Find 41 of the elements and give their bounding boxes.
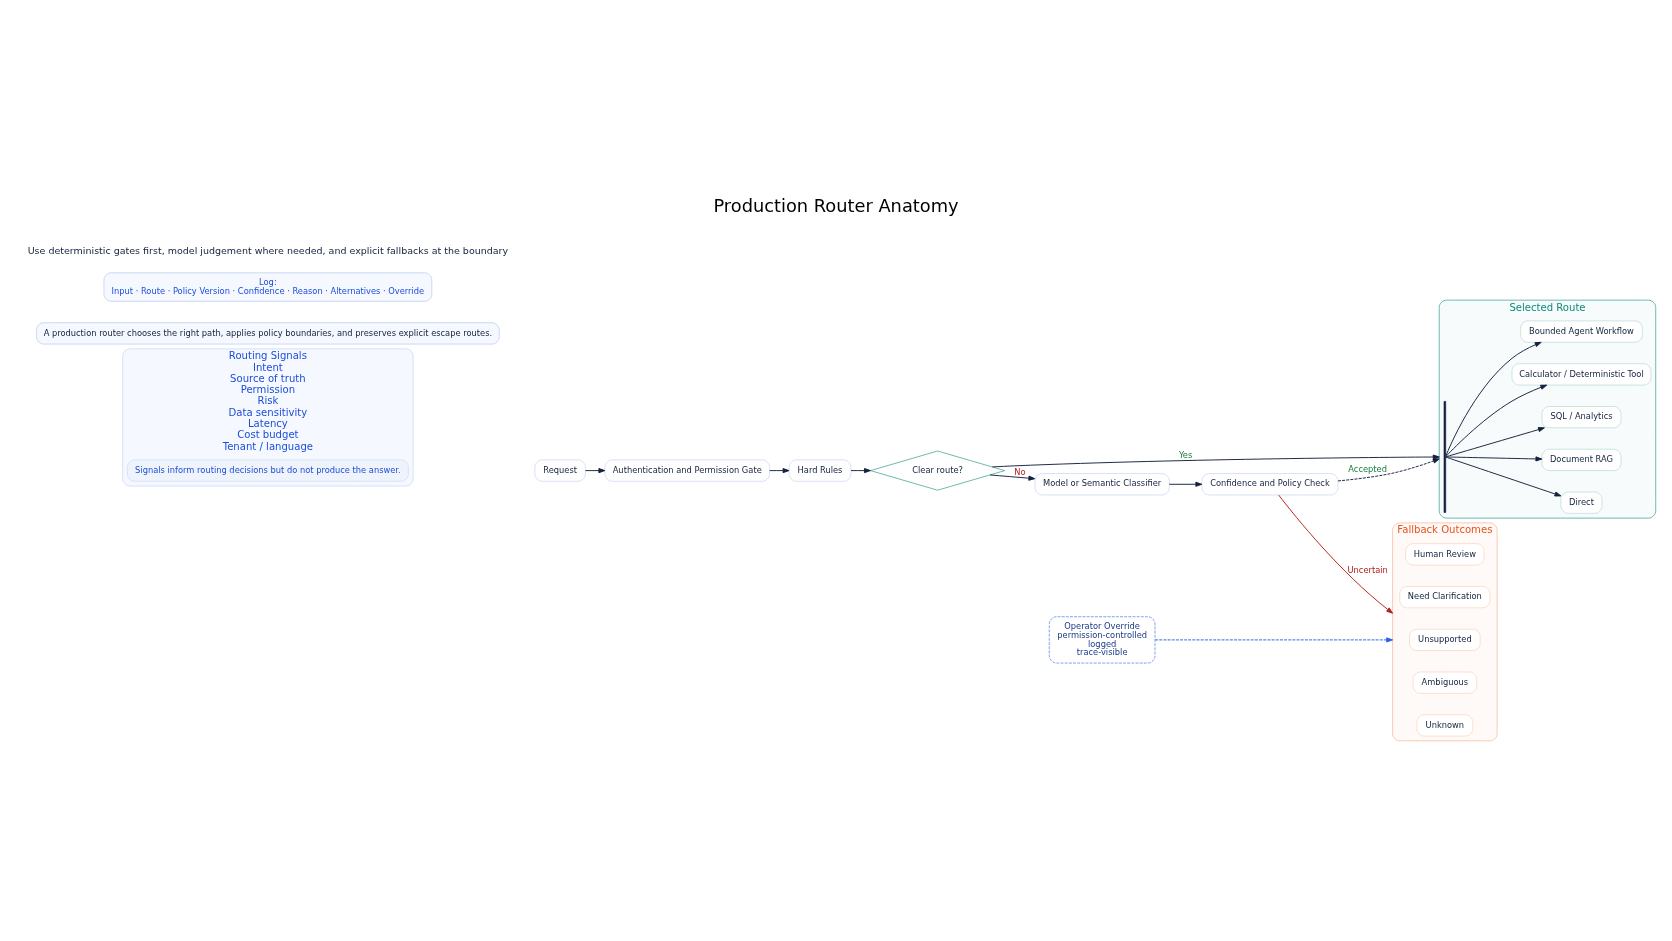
arrow (1337, 458, 1440, 482)
arrow (1445, 456, 1543, 462)
node-box: Log: Input · Route · Policy Version · Confidence · Reason · Alternatives · Override (103, 272, 433, 302)
node-box: Hard Rules (788, 459, 852, 482)
edge-label: Uncertain (1347, 564, 1388, 575)
arrow (991, 454, 1440, 468)
diagram-title: Production Router Anatomy (713, 195, 959, 217)
edge-label: No (1014, 466, 1026, 477)
arrow (1445, 384, 1548, 457)
arrow (584, 468, 606, 474)
arrow (1445, 341, 1542, 457)
node-box: Bounded Agent Workflow (1520, 320, 1643, 343)
arrow (989, 474, 1036, 481)
node-box: A production router chooses the right path, applies policy boundaries, and preserves explicit escape routes. (36, 322, 500, 345)
node-box: Operator Override permission-controlled logged trace-visible (1048, 616, 1156, 664)
arrow (1168, 481, 1203, 487)
node-box: Direct (1560, 491, 1603, 514)
node-bar (1443, 401, 1447, 513)
edge-label: Yes (1178, 450, 1193, 461)
arrow (1445, 456, 1562, 497)
node-box: Unsupported (1409, 628, 1481, 651)
node-box: Unknown (1416, 714, 1474, 737)
label: Use deterministic gates first, model judgement where needed, and explicit fallbacks at the boundary (27, 244, 509, 256)
node-box: Calculator / Deterministic Tool (1511, 363, 1652, 386)
node-box: Need Clarification (1399, 586, 1491, 609)
node-box: Authentication and Permission Gate (604, 459, 770, 482)
node-box: SQL / Analytics (1541, 406, 1622, 429)
node-box: Model or Semantic Classifier (1034, 473, 1170, 496)
edge-label: Accepted (1348, 463, 1387, 474)
arrow (1445, 427, 1545, 458)
node-box: Ambiguous (1412, 671, 1477, 694)
node-box: Request (534, 459, 586, 482)
node-box: Signals inform routing decisions but do not produce the answer. (127, 459, 409, 482)
node-box: Human Review (1405, 543, 1485, 566)
node-box: Confidence and Policy Check (1201, 473, 1339, 496)
arrow (850, 468, 871, 474)
node-box: Document RAG (1541, 448, 1622, 471)
arrow (1278, 494, 1394, 614)
arrow (769, 468, 790, 474)
node-diamond: Clear route? (870, 450, 1006, 491)
arrow (1154, 637, 1394, 643)
